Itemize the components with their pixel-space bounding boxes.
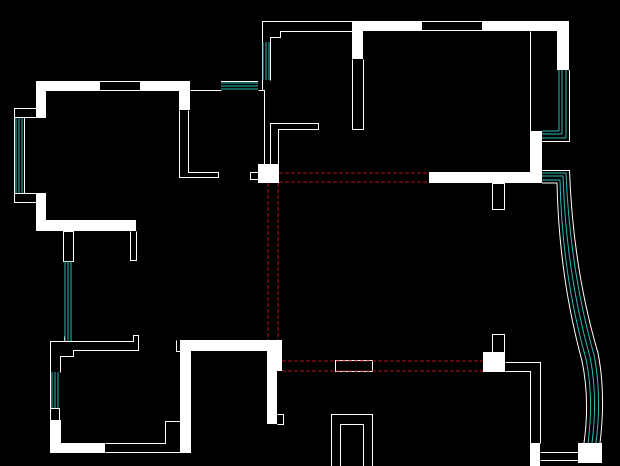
partition — [352, 59, 364, 130]
wall-outline — [492, 334, 505, 353]
partition — [258, 90, 265, 165]
door-threshold — [335, 360, 373, 372]
bay-window-glazing — [542, 179, 592, 444]
bay-window-glazing — [542, 175, 596, 444]
thin-outlines — [14, 21, 579, 466]
column — [578, 443, 602, 463]
windows — [14, 42, 604, 444]
partition — [270, 31, 353, 81]
wall-segment — [50, 443, 105, 453]
wall-segment — [482, 21, 569, 31]
partition — [250, 172, 259, 180]
column — [258, 164, 279, 183]
partition — [130, 231, 137, 261]
wall-segment — [36, 81, 46, 118]
window-frame — [14, 108, 37, 118]
partition — [340, 424, 364, 466]
partition — [105, 421, 181, 444]
partition — [50, 335, 139, 421]
window-frame — [542, 70, 570, 142]
wall-segment — [557, 21, 569, 70]
wall-segment — [50, 420, 61, 453]
wall-segment — [352, 21, 421, 31]
beam-stub — [492, 183, 505, 210]
partition — [277, 414, 284, 425]
wall-segment — [267, 340, 282, 371]
wall-segment — [530, 443, 540, 466]
wall-segment — [36, 193, 46, 230]
partition — [176, 340, 181, 352]
partition — [505, 371, 531, 444]
wall-segment — [180, 340, 282, 351]
partition — [179, 110, 219, 178]
wall-segment — [36, 81, 99, 91]
wall-segment — [179, 81, 190, 110]
window-frame — [421, 21, 483, 31]
solid-walls — [36, 21, 602, 466]
wall-segment — [267, 371, 277, 424]
window-frame — [50, 408, 60, 421]
partition — [505, 362, 541, 444]
wall-segment — [530, 131, 542, 183]
wall-segment — [140, 81, 190, 91]
bay-window-frame — [542, 182, 588, 444]
wall-outline — [63, 231, 74, 262]
bay-window-glazing — [542, 172, 600, 444]
window-frame — [99, 81, 141, 91]
wall-segment — [429, 172, 542, 183]
partition — [331, 414, 373, 466]
partition — [270, 123, 319, 165]
wall-segment — [352, 21, 363, 59]
beam-lines — [267, 172, 483, 372]
bay-window-frame — [542, 170, 604, 444]
wall-segment — [180, 340, 191, 453]
column — [483, 352, 505, 372]
window-frame — [14, 193, 37, 203]
wall-segment — [36, 220, 136, 231]
